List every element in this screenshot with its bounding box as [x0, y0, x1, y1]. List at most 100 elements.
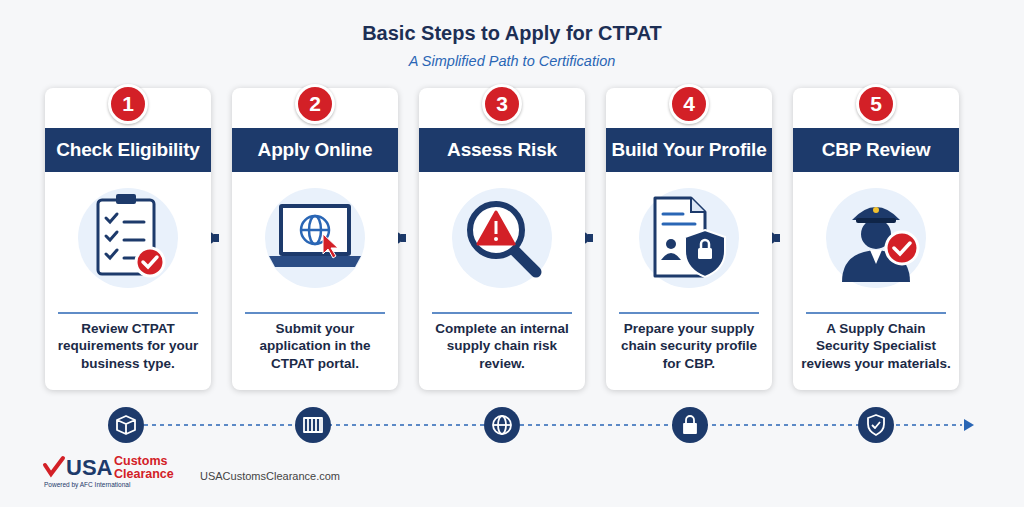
bottom-timeline — [686, 416, 694, 424]
step-number-badge: 5 — [856, 84, 896, 124]
step-description: A Supply Chain Security Specialist revie… — [801, 320, 951, 372]
laptop-icon — [265, 188, 365, 288]
step-number: 4 — [683, 92, 695, 116]
profile-document-icon — [655, 198, 705, 276]
bottom-timeline — [304, 418, 322, 432]
officer-icon — [873, 207, 879, 213]
laptop-icon — [301, 216, 329, 244]
officer-icon — [842, 250, 910, 282]
clipboard-icon — [98, 200, 154, 274]
step-card: Apply OnlineSubmit your application in t… — [232, 88, 398, 390]
logo-text: Customs Clearance — [114, 455, 180, 481]
clipboard-icon — [124, 239, 144, 242]
laptop-icon — [301, 216, 329, 244]
header-band: Apply Online — [232, 128, 398, 172]
profile-document-icon — [661, 253, 681, 260]
step-description: Complete an internal supply chain risk r… — [427, 320, 577, 372]
clipboard-icon — [106, 232, 117, 240]
laptop-icon — [269, 256, 361, 267]
logo-text: USA — [66, 455, 112, 481]
bottom-timeline — [108, 407, 894, 443]
clipboard-icon — [116, 194, 136, 204]
website-url: USACustomsClearance.com — [200, 470, 340, 482]
bottom-timeline — [108, 407, 974, 443]
step-number: 5 — [870, 92, 882, 116]
bottom-timeline — [684, 424, 696, 433]
bottom-timeline — [108, 407, 144, 443]
officer-icon — [852, 207, 900, 220]
bottom-timeline — [672, 407, 708, 443]
divider-line — [432, 312, 572, 314]
divider-line — [245, 312, 385, 314]
bottom-timeline — [144, 424, 962, 426]
step-number-badge: 2 — [295, 84, 335, 124]
bottom-timeline — [493, 424, 511, 426]
diagram-subtitle: A Simplified Path to Certification — [0, 53, 1024, 69]
profile-document-icon — [698, 248, 712, 259]
divider-line — [58, 312, 946, 314]
officer-icon — [894, 243, 910, 254]
logo-mark — [45, 458, 63, 474]
bottom-timeline — [493, 416, 511, 434]
officer-icon — [856, 218, 896, 223]
step-number: 1 — [122, 92, 134, 116]
step-heading: Check Eligibility — [56, 140, 199, 161]
step-description: Submit your application in the CTPAT por… — [240, 320, 390, 372]
bottom-timeline — [484, 407, 520, 443]
bottom-timeline — [858, 407, 894, 443]
step-card: Check EligibilityReview CTPAT requiremen… — [45, 88, 211, 390]
step-card: CBP Review A Supply Chain Security Specia… — [793, 88, 959, 390]
flow-arrow — [588, 234, 593, 242]
bottom-timeline — [868, 415, 884, 435]
step-description: Prepare your supply chain security profi… — [614, 320, 764, 372]
header-band: Assess Risk — [419, 128, 585, 172]
step-heading: Assess Risk — [447, 140, 557, 161]
logo-tagline: Powered by AFC International — [44, 481, 130, 488]
profile-document-icon — [666, 239, 676, 249]
laptop-icon — [323, 234, 338, 258]
magnifier-icon — [514, 250, 536, 272]
header-band: Check Eligibility — [45, 128, 211, 172]
magnifier-icon — [495, 221, 498, 234]
flow-arrow — [214, 234, 219, 242]
header-band: CBP Review — [793, 128, 959, 172]
profile-document-icon — [663, 213, 683, 216]
step-description: Review CTPAT requirements for your busin… — [53, 320, 203, 372]
clipboard-icon — [78, 188, 178, 288]
officer-icon — [861, 219, 891, 249]
officer-icon — [886, 232, 918, 264]
bottom-timeline — [117, 415, 884, 435]
step-number: 2 — [309, 92, 321, 116]
magnifier-icon — [452, 188, 552, 288]
laptop-icon — [309, 216, 321, 244]
header-band: Build Your Profile — [606, 128, 772, 172]
clipboard-icon — [124, 257, 136, 260]
step-heading: Apply Online — [258, 140, 373, 161]
step-heading: Build Your Profile — [611, 140, 766, 161]
laptop-icon — [265, 188, 365, 288]
clipboard-icon — [106, 250, 117, 258]
divider-line — [58, 312, 198, 314]
magnifier-icon — [470, 204, 522, 256]
clipboard-icon — [106, 214, 144, 258]
bottom-timeline — [117, 416, 135, 434]
clipboard-icon — [78, 188, 178, 288]
laptop-icon — [279, 204, 351, 256]
step-number-badge: 3 — [482, 84, 522, 124]
bottom-timeline — [872, 422, 880, 428]
clipboard-icon — [143, 257, 157, 267]
magnifier-icon — [494, 237, 498, 241]
profile-document-icon — [639, 188, 739, 288]
profile-document-icon — [701, 240, 709, 248]
step-number-badge: 4 — [669, 84, 709, 124]
clipboard-icon — [124, 221, 144, 224]
profile-document-icon — [685, 230, 725, 277]
step-card: Build Your ProfilePrepare your supply ch… — [606, 88, 772, 390]
step-number: 3 — [496, 92, 508, 116]
clipboard-icon — [136, 248, 164, 276]
divider-line — [806, 312, 946, 314]
step-heading: CBP Review — [822, 140, 931, 161]
profile-document-icon — [691, 198, 705, 212]
flow-arrow — [401, 234, 406, 242]
